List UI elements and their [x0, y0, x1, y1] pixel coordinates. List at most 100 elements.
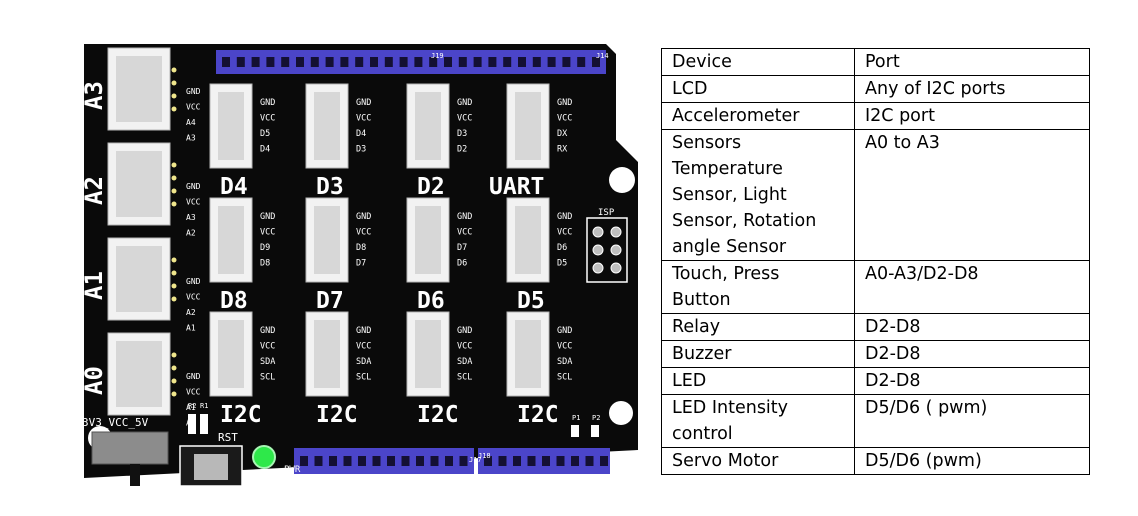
port-label: I2C — [517, 402, 559, 428]
pin-label: VCC — [186, 388, 201, 397]
port-label: D5 — [517, 288, 545, 314]
pin-label: GND — [557, 98, 572, 108]
pin-label: GND — [557, 212, 572, 222]
pin-dot — [171, 391, 177, 397]
device-cell: LCD — [661, 75, 855, 103]
pin-label: VCC — [557, 228, 572, 238]
pin-label: A1 — [186, 324, 196, 333]
side-port-label: A2 — [80, 176, 108, 205]
port-label: D3 — [316, 174, 344, 200]
resistor-pad-r2 — [188, 414, 196, 434]
pin-label: D5 — [557, 259, 567, 269]
header-pin — [401, 456, 410, 466]
pin-dot — [171, 175, 177, 181]
device-name-line: control — [672, 424, 733, 444]
header-pin — [296, 57, 304, 67]
header-pin — [266, 57, 275, 67]
pin-label: SDA — [260, 357, 275, 367]
header-pin — [542, 456, 550, 466]
pin-label: D7 — [457, 243, 467, 253]
voltage-switch-lever[interactable] — [130, 464, 140, 486]
header-pin — [556, 456, 565, 466]
voltage-switch-label: 3V3_VCC_5V — [82, 416, 149, 429]
pin-label: A3 — [186, 213, 196, 222]
pin-label: D4 — [260, 145, 270, 155]
pad-p1 — [571, 425, 579, 437]
reset-button[interactable] — [194, 454, 228, 480]
header-pin — [488, 57, 497, 67]
pin-label: SCL — [260, 373, 275, 383]
pin-label: VCC — [186, 198, 201, 207]
header-pin — [343, 456, 352, 466]
pin-label: D7 — [356, 259, 366, 269]
pin-label: GND — [260, 98, 275, 108]
device-cell: Accelerometer — [661, 102, 855, 130]
pwr-label: PWR — [284, 465, 301, 475]
device-cell: Relay — [661, 313, 855, 341]
header-pin — [458, 57, 467, 67]
header-tag-j14: J14 — [596, 52, 609, 60]
pin-dot — [171, 67, 177, 73]
pin-dot — [171, 378, 177, 384]
resistor-pad-r1 — [200, 414, 208, 434]
port-label: D7 — [316, 288, 344, 314]
pin-label: A4 — [186, 118, 196, 127]
port-label: D4 — [220, 174, 248, 200]
header-pin — [547, 57, 556, 67]
connector-socket — [116, 56, 162, 122]
device-name-line: Touch, Press — [672, 264, 780, 284]
table-header-row: Device Port — [661, 48, 1090, 76]
pin-label: GND — [186, 182, 201, 191]
device-name-line: LED — [672, 371, 707, 391]
pin-dot — [171, 188, 177, 194]
header-pin — [310, 57, 319, 67]
header-pin — [414, 57, 423, 67]
header-port: Port — [854, 48, 1090, 76]
connector-socket — [218, 320, 244, 388]
port-label: D6 — [417, 288, 445, 314]
header-pin — [340, 57, 349, 67]
header-pin — [314, 456, 323, 466]
pin-label: D6 — [557, 243, 567, 253]
pin-label: VCC — [186, 103, 201, 112]
port-label: D8 — [220, 288, 248, 314]
mounting-hole — [609, 401, 633, 425]
pin-label: SDA — [356, 357, 371, 367]
header-pin — [498, 456, 507, 466]
voltage-switch[interactable] — [91, 431, 169, 465]
pin-label: GND — [186, 277, 201, 286]
pin-dot — [171, 365, 177, 371]
connector-socket — [116, 341, 162, 407]
header-pin — [430, 456, 439, 466]
header-pin — [562, 57, 571, 67]
pin-dot — [171, 162, 177, 168]
side-port-label: A3 — [80, 81, 108, 110]
header-pin — [358, 456, 366, 466]
isp-pin — [592, 226, 604, 238]
device-cell: Buzzer — [661, 340, 855, 368]
bottom-header-left — [294, 448, 474, 474]
pin-label: VCC — [557, 114, 572, 124]
header-tag-j19: J19 — [431, 52, 444, 60]
header-pin — [236, 57, 245, 67]
pin-label: VCC — [356, 342, 371, 352]
connector-socket — [515, 320, 541, 388]
pin-label: GND — [186, 372, 201, 381]
connector-socket — [314, 320, 340, 388]
pin-label: DX — [557, 129, 568, 139]
pin-label: VCC — [457, 228, 472, 238]
pin-label: D4 — [356, 129, 366, 139]
header-pin — [459, 456, 468, 466]
device-name-line: Button — [672, 290, 731, 310]
side-port-label: A1 — [80, 271, 108, 300]
header-pin — [387, 456, 395, 466]
pin-dot — [171, 93, 177, 99]
port-label: D2 — [417, 174, 445, 200]
